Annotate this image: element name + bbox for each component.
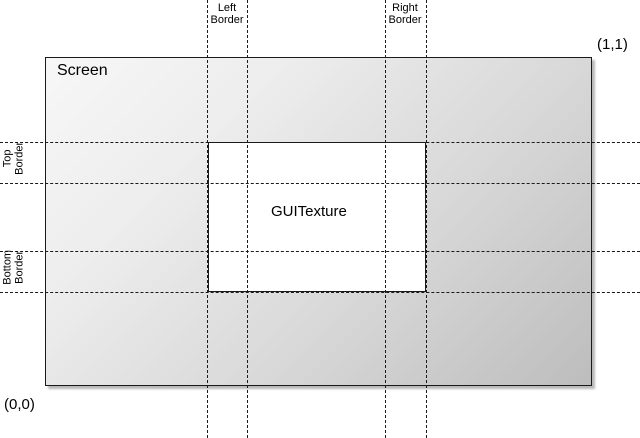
screen-label: Screen [57, 62, 108, 79]
vertical-guide-left-border-outer [207, 0, 208, 438]
corner-label-top-right: (1,1) [597, 36, 628, 53]
corner-label-bottom-left: (0,0) [4, 396, 35, 413]
top-border-label: Top Border [1, 141, 26, 175]
horizontal-guide-top-border-inner [0, 183, 640, 184]
horizontal-guide-bottom-border-outer [0, 292, 640, 293]
bottom-border-label: Bottom Border [1, 249, 26, 285]
right-border-label: Right Border [388, 2, 422, 27]
vertical-guide-right-border-outer [426, 0, 427, 438]
guitexture-rectangle [208, 142, 426, 292]
vertical-guide-left-border-inner [247, 0, 248, 438]
horizontal-guide-bottom-border-inner [0, 251, 640, 252]
horizontal-guide-top-border-outer [0, 142, 640, 143]
vertical-guide-right-border-inner [385, 0, 386, 438]
left-border-label: Left Border [210, 2, 244, 27]
guitexture-label: GUITexture [271, 203, 347, 220]
